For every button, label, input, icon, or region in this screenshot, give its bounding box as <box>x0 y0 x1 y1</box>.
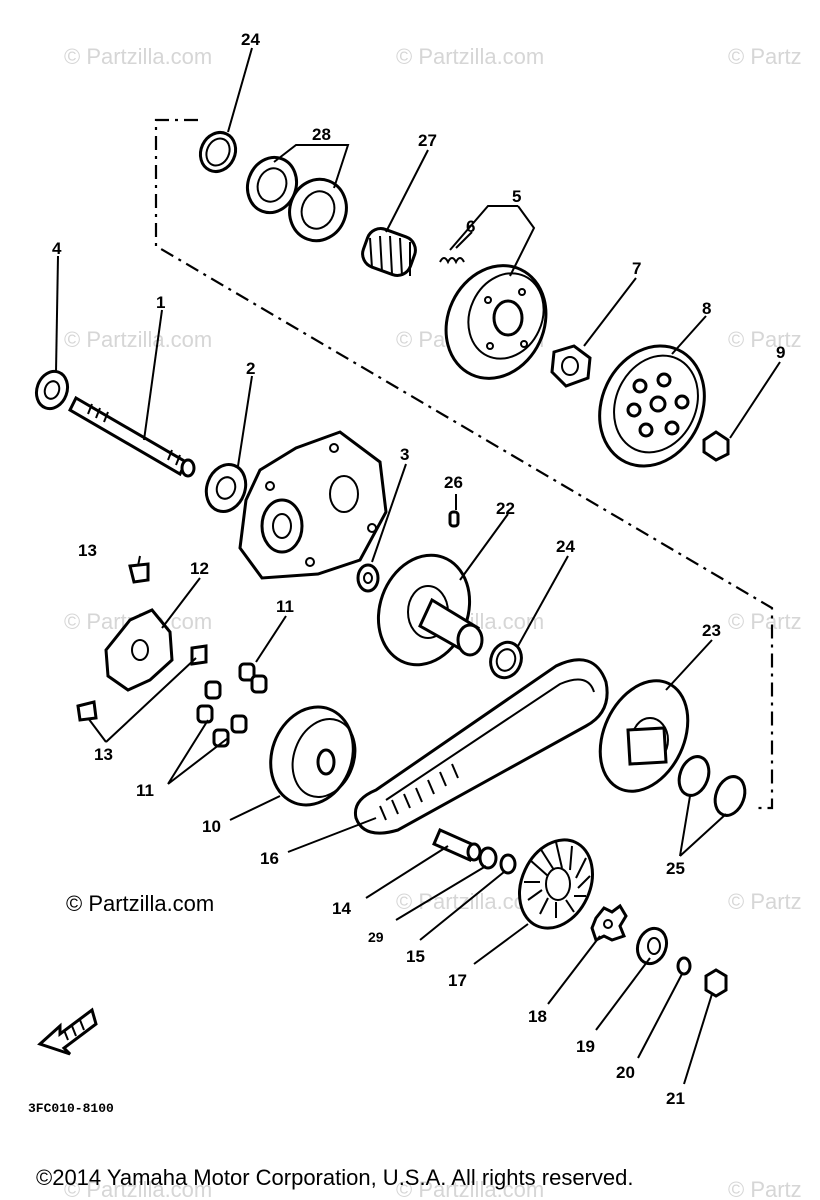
part-21-nut <box>704 968 728 998</box>
callout-24-lower: 24 <box>556 537 575 556</box>
part-9-nut <box>702 430 730 462</box>
callout-20: 20 <box>616 1063 635 1082</box>
part-27-spring <box>361 227 417 277</box>
callout-27: 27 <box>418 131 437 150</box>
callout-10: 10 <box>202 817 221 836</box>
watermark: © Partzilla.com <box>64 327 212 352</box>
part-20-washer <box>676 956 692 976</box>
part-26-pin <box>448 510 460 528</box>
callout-12: 12 <box>190 559 209 578</box>
part-25-orings <box>677 755 747 817</box>
watermark: © Partzilla.com <box>64 44 212 69</box>
part-11-rollers <box>196 662 268 748</box>
transmission-case <box>238 430 388 580</box>
watermark: © Partz <box>728 889 802 914</box>
part-18-gear <box>590 903 628 943</box>
part-22-sliding-sheave <box>376 553 484 667</box>
watermark: © Partzilla.com <box>64 1177 212 1200</box>
callout-15: 15 <box>406 947 425 966</box>
part-24-oring-lower <box>489 640 523 680</box>
part-8-clutch-housing <box>598 344 706 468</box>
part-28-collars <box>245 155 348 243</box>
callout-17: 17 <box>448 971 467 990</box>
part-19-cover <box>635 926 669 966</box>
callout-22: 22 <box>496 499 515 518</box>
part-16-v-belt <box>353 658 609 835</box>
part-13-sliders <box>76 562 208 722</box>
watermark: © Partz <box>728 44 802 69</box>
callout-23: 23 <box>702 621 721 640</box>
callout-labels: 24 28 27 5 6 7 8 9 4 1 2 3 26 22 24 23 1… <box>52 30 785 1108</box>
callout-13-top: 13 <box>78 541 97 560</box>
callout-14: 14 <box>332 899 351 918</box>
part-3-washer <box>356 563 380 593</box>
callout-2: 2 <box>246 359 255 378</box>
part-7-nut <box>550 344 592 388</box>
part-2-bearing <box>204 463 248 513</box>
callout-5: 5 <box>512 187 521 206</box>
part-12-cam <box>104 608 174 692</box>
callout-28: 28 <box>312 125 331 144</box>
leader-lines <box>55 47 781 1085</box>
callout-21: 21 <box>666 1089 685 1108</box>
watermark: © Partz <box>728 327 802 352</box>
fwd-arrow-icon <box>37 1007 98 1056</box>
watermark: © Partzilla.com <box>396 1177 544 1200</box>
callout-4: 4 <box>52 239 62 258</box>
callout-6: 6 <box>466 217 475 236</box>
part-17-fan-sheave <box>518 838 594 930</box>
callout-7: 7 <box>632 259 641 278</box>
callout-29: 29 <box>368 929 384 945</box>
watermark: © Partzilla.com <box>396 44 544 69</box>
assembly-boundary-line <box>154 118 774 810</box>
part-6-small-spring <box>439 257 465 265</box>
drawing-code: 3FC010-8100 <box>28 1101 114 1116</box>
callout-1: 1 <box>156 293 165 312</box>
watermark: © Partz <box>728 609 802 634</box>
callout-25: 25 <box>666 859 685 878</box>
watermark: © Partz <box>728 1177 802 1200</box>
callout-13-bottom: 13 <box>94 745 113 764</box>
part-1-shaft <box>68 395 196 478</box>
callout-18: 18 <box>528 1007 547 1026</box>
part-24-oring-top <box>198 131 238 173</box>
callout-11-top: 11 <box>276 597 294 616</box>
callout-16: 16 <box>260 849 279 868</box>
callout-19: 19 <box>576 1037 595 1056</box>
callout-11-bottom: 11 <box>136 781 154 800</box>
callout-26: 26 <box>444 473 463 492</box>
callout-24: 24 <box>241 30 260 49</box>
callout-8: 8 <box>702 299 711 318</box>
callout-9: 9 <box>776 343 785 362</box>
part-10-primary-sheave <box>269 705 357 807</box>
yamaha-copyright: ©2014 Yamaha Motor Corporation, U.S.A. A… <box>36 1165 634 1190</box>
part-5-clutch-carrier <box>444 264 548 380</box>
part-15-washer <box>499 853 517 875</box>
part-14-collar <box>432 828 482 862</box>
part-23-fixed-sheave <box>598 679 690 793</box>
partzilla-copyright: © Partzilla.com <box>66 891 215 916</box>
callout-3: 3 <box>400 445 409 464</box>
part-4-bearing <box>34 369 70 411</box>
part-29-washer <box>478 846 498 870</box>
